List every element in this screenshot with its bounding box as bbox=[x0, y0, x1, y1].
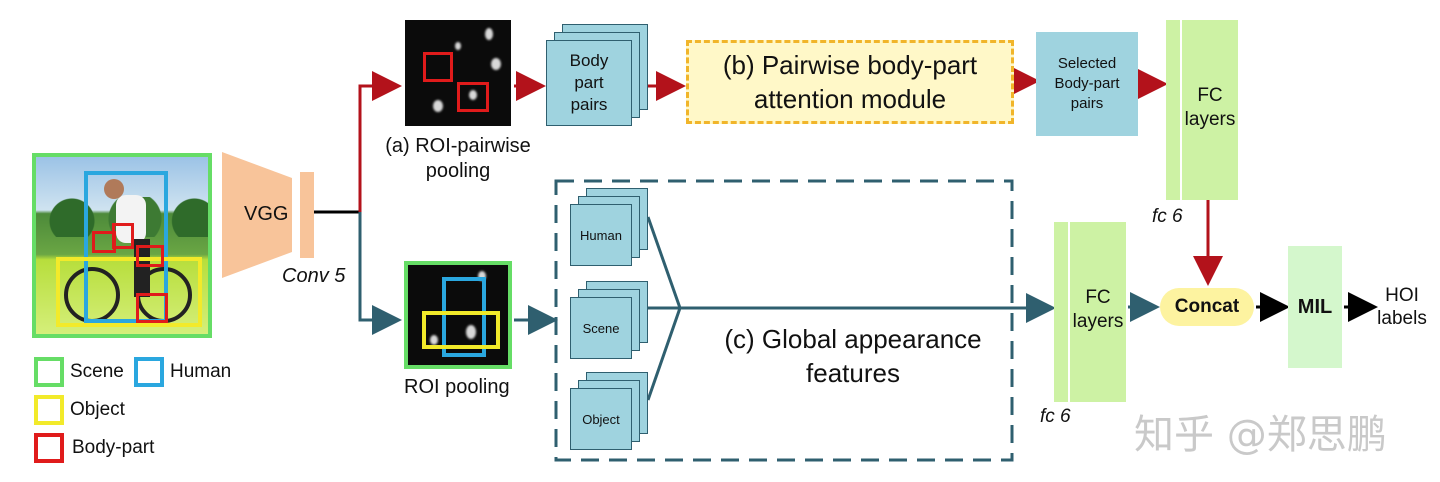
mil-box: MIL bbox=[1288, 246, 1342, 368]
attention-module-box: (b) Pairwise body-part attention module bbox=[686, 40, 1014, 124]
scene-card-front: Scene bbox=[570, 297, 632, 359]
fc-top-caption: fc 6 bbox=[1152, 206, 1183, 227]
roi-pooling-caption: ROI pooling bbox=[404, 376, 510, 398]
fc-bottom-layer-1 bbox=[1054, 222, 1068, 402]
fc-top-label: FC layers bbox=[1184, 85, 1236, 130]
fc-bottom-caption: fc 6 bbox=[1040, 406, 1071, 427]
legend-body-part-swatch bbox=[34, 433, 64, 463]
selected-pairs-label: Selected Body-part pairs bbox=[1054, 55, 1120, 112]
roi-pairwise-feature-map bbox=[405, 20, 511, 126]
fc-top-layer-1 bbox=[1166, 20, 1180, 200]
legend-body-part-label: Body-part bbox=[72, 437, 155, 458]
roi-pairwise-caption: (a) ROI-pairwise pooling bbox=[385, 135, 531, 182]
merge-line-human bbox=[646, 216, 682, 309]
attention-module-title: (b) Pairwise body-part attention module bbox=[722, 50, 978, 114]
human-card-front: Human bbox=[570, 204, 632, 266]
body-part-box-2 bbox=[112, 223, 134, 249]
roi-human-box bbox=[442, 277, 486, 357]
body-part-box-4 bbox=[136, 293, 168, 323]
legend-human-swatch bbox=[134, 357, 164, 387]
concat-label: Concat bbox=[1174, 296, 1240, 317]
concat-box: Concat bbox=[1160, 288, 1254, 326]
mil-label: MIL bbox=[1297, 295, 1333, 318]
vgg-block bbox=[222, 152, 314, 278]
legend-human-label: Human bbox=[170, 361, 232, 382]
global-features-title: (c) Global appearance features bbox=[724, 324, 982, 388]
legend-object-label: Object bbox=[70, 399, 125, 420]
merge-line-object bbox=[646, 307, 682, 401]
fc-bottom-layer-2 bbox=[1070, 222, 1126, 402]
dark-branch-line bbox=[358, 212, 402, 335]
legend-scene-label: Scene bbox=[70, 361, 124, 382]
fc-top-layer-2 bbox=[1182, 20, 1238, 200]
legend-scene-swatch bbox=[34, 357, 64, 387]
roi-pooling-feature-map bbox=[404, 261, 512, 369]
selected-pairs-box: Selected Body-part pairs bbox=[1036, 32, 1138, 136]
object-box bbox=[56, 257, 202, 327]
input-image bbox=[32, 153, 212, 338]
body-part-pairs-label: Body part pairs bbox=[569, 51, 609, 114]
human-box bbox=[84, 171, 168, 323]
fc-bottom-label: FC layers bbox=[1072, 287, 1124, 332]
feature-blob bbox=[478, 271, 486, 281]
legend-object-swatch bbox=[34, 395, 64, 425]
feature-blob bbox=[433, 100, 443, 112]
object-card-front: Object bbox=[570, 388, 632, 450]
feature-blob bbox=[455, 42, 461, 50]
scene-card-label: Scene bbox=[582, 320, 620, 336]
feature-blob bbox=[491, 58, 501, 70]
body-part-box-3 bbox=[136, 245, 164, 267]
feature-blob bbox=[485, 28, 493, 40]
rider-head bbox=[104, 179, 124, 199]
feature-blob bbox=[469, 90, 477, 100]
red-branch-line bbox=[358, 71, 402, 212]
object-card-label: Object bbox=[582, 411, 620, 427]
human-card-label: Human bbox=[580, 227, 622, 243]
pair-box-1 bbox=[423, 52, 453, 82]
conv5-label: Conv 5 bbox=[282, 265, 346, 287]
roi-object-box bbox=[422, 311, 500, 349]
feature-blob bbox=[466, 325, 476, 339]
vgg-label: VGG bbox=[244, 203, 289, 225]
watermark-text: 知乎 @郑思鹏 bbox=[1134, 412, 1387, 458]
hoi-labels: HOI labels bbox=[1377, 285, 1427, 329]
body-part-pairs-card-front: Body part pairs bbox=[546, 40, 632, 126]
pair-box-2 bbox=[457, 82, 489, 112]
feature-blob bbox=[430, 335, 438, 345]
